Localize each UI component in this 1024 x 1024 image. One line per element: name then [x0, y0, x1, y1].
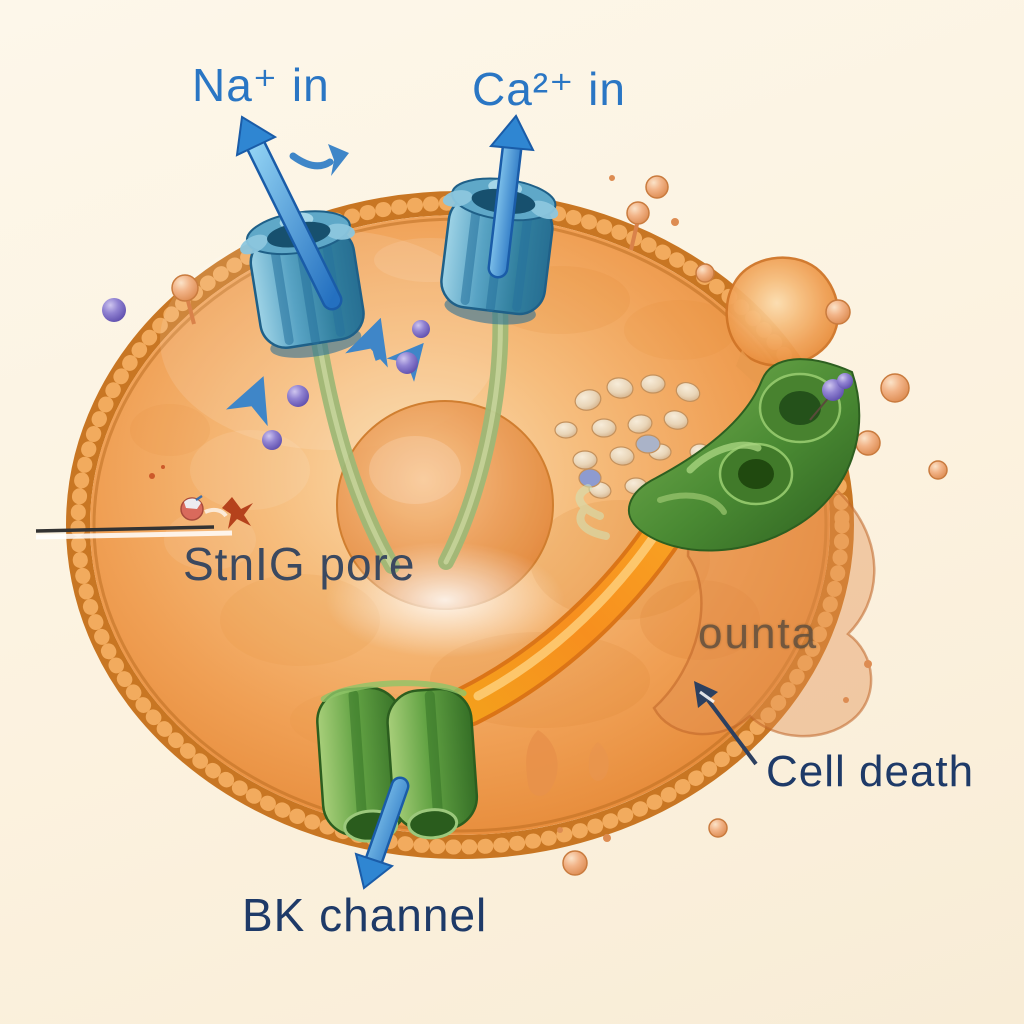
droplets	[149, 175, 948, 876]
ca-arrow	[487, 114, 535, 279]
nucleus-highlight	[369, 436, 461, 504]
cytoplasm-glow	[325, 542, 565, 658]
stnig-pointer	[35, 494, 253, 540]
vesicle-blue	[578, 468, 602, 488]
ca-in-label: Ca²⁺ in	[472, 63, 626, 115]
bleb-top	[725, 256, 840, 367]
na-in-label: Na⁺ in	[192, 59, 330, 111]
vesicle-gray	[635, 434, 661, 454]
leader-line-glow	[35, 530, 233, 540]
cell-death-arrow	[694, 681, 758, 766]
cone-fade-streaks	[575, 484, 610, 540]
vesicle-cluster	[554, 374, 711, 499]
purple-ions	[102, 298, 430, 450]
bleb-drip	[526, 730, 558, 796]
small-curved-arrow	[289, 144, 349, 176]
bk-arrow	[354, 776, 410, 890]
red-star	[222, 497, 253, 529]
leader-line	[35, 525, 215, 533]
stnig-pore-label: StnIG pore	[183, 538, 416, 590]
garbled-text: ounta	[698, 609, 819, 658]
ion-at-cone	[809, 373, 853, 421]
ion-tubes	[310, 298, 509, 574]
na-arrow	[235, 115, 343, 311]
ion-outside-cell	[102, 298, 126, 322]
bk-channel-label: BK channel	[242, 889, 488, 941]
cell-death-label: Cell death	[766, 747, 975, 796]
stng-cone-channel	[575, 358, 861, 552]
